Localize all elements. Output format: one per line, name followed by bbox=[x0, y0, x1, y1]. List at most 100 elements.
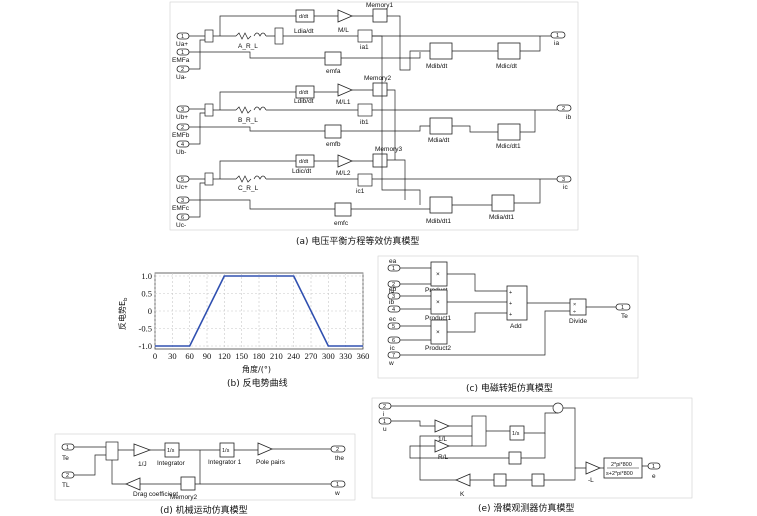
resistor-inductor-c[interactable]: C_R_L bbox=[235, 175, 267, 192]
port-label: ec bbox=[389, 316, 397, 323]
inport-w-c[interactable]: 7w bbox=[387, 351, 401, 367]
inport-te-d[interactable]: 1Te bbox=[61, 443, 75, 462]
outport-e[interactable]: 1e bbox=[647, 462, 661, 480]
derivative-mdia[interactable]: Mdia/dt bbox=[428, 117, 453, 144]
panel-a-frame bbox=[169, 1, 579, 231]
port-label: EMFc bbox=[172, 205, 190, 212]
memory-block-3[interactable]: Memory3 bbox=[372, 146, 402, 168]
port-number: 2 bbox=[562, 106, 565, 112]
svg-text:1/s: 1/s bbox=[512, 431, 520, 437]
gain-block-pole-pairs[interactable]: Pole pairs bbox=[256, 442, 286, 466]
derivative-mdib1[interactable]: Mdib/dt1 bbox=[426, 196, 453, 225]
memory-block-e[interactable] bbox=[508, 451, 522, 465]
sign-block[interactable] bbox=[531, 473, 545, 487]
inport-ib-c[interactable]: 4ib bbox=[387, 299, 401, 313]
inport-emfb[interactable]: 2 EMFb bbox=[172, 123, 190, 139]
integrator-e[interactable]: 1/s bbox=[509, 425, 525, 441]
gain-block-ml1[interactable]: M/L1 bbox=[336, 83, 354, 106]
port-number: 1 bbox=[336, 482, 339, 488]
inport-ua-plus[interactable]: 1 Ua+ bbox=[176, 32, 190, 48]
gain-block-ml2[interactable]: M/L2 bbox=[336, 154, 354, 177]
memory-block-1[interactable]: Memory1 bbox=[366, 2, 393, 23]
port-number: 3 bbox=[181, 198, 184, 204]
block-label: M/L bbox=[338, 27, 349, 34]
sum-block-d[interactable] bbox=[105, 441, 119, 461]
memory-block-2[interactable]: Memory2 bbox=[364, 75, 391, 97]
gain-block-1l[interactable]: 1/L bbox=[434, 419, 451, 443]
port-number: 2 bbox=[181, 125, 184, 131]
inport-i-e[interactable]: 2i bbox=[378, 402, 392, 418]
caption-panel-c: (c) 电磁转矩仿真模型 bbox=[466, 382, 553, 394]
outport-te[interactable]: 1Te bbox=[615, 303, 631, 320]
gain-block-ml[interactable]: M/L bbox=[337, 9, 354, 34]
inport-ub-plus[interactable]: 3 Ub+ bbox=[176, 105, 190, 121]
panel-d-wires bbox=[74, 446, 331, 485]
memory-block-d[interactable]: Memory2 bbox=[170, 476, 197, 501]
inport-ea[interactable]: 1ea bbox=[387, 258, 401, 272]
sum-block-e2[interactable] bbox=[471, 415, 487, 447]
divide-block[interactable]: ×÷Divide bbox=[569, 298, 587, 325]
inport-u-e[interactable]: 1u bbox=[378, 417, 392, 433]
inport-uc-plus[interactable]: 5 Uc+ bbox=[176, 175, 190, 191]
derivative-block-ldib[interactable]: d/dt Ldib/dt bbox=[294, 85, 315, 105]
derivative-block-ldia[interactable]: d/dt Ldia/dt bbox=[294, 9, 315, 35]
inport-emfa[interactable]: 1 EMFa bbox=[172, 48, 190, 64]
product-block[interactable]: ×Product bbox=[425, 261, 448, 294]
product1-block[interactable]: ×Product1 bbox=[425, 289, 451, 322]
derivative-block-ldic[interactable]: d/dt Ldic/dt bbox=[292, 154, 315, 175]
integrator-emfb[interactable]: emfb bbox=[324, 124, 342, 148]
outport-w-d[interactable]: 1w bbox=[330, 480, 346, 497]
inport-ua-minus[interactable]: 2 Ua- bbox=[176, 65, 190, 81]
derivative-mdic1[interactable]: Mdic/dt1 bbox=[496, 123, 521, 150]
gain-block-1j[interactable]: 1/J bbox=[133, 443, 152, 468]
outport-ia[interactable]: 1 ia bbox=[550, 31, 566, 47]
integrator-emfc[interactable]: emfc bbox=[334, 202, 352, 227]
block-label: Ldia/dt bbox=[294, 28, 314, 35]
sum-block-ia1[interactable]: ia1 bbox=[357, 29, 373, 51]
resistor-inductor-b[interactable]: B_R_L bbox=[235, 106, 267, 124]
port-label: w bbox=[388, 360, 394, 367]
block-label: Pole pairs bbox=[256, 459, 286, 466]
transfer-function-block[interactable]: 2*pi*800 s+2*pi*800 bbox=[603, 457, 643, 479]
inport-eb[interactable]: 3eb bbox=[387, 286, 401, 300]
sum-block-ic1[interactable]: ic1 bbox=[356, 173, 373, 195]
memory-block-e2[interactable] bbox=[493, 473, 507, 487]
svg-text:×: × bbox=[436, 329, 440, 336]
integrator-emfa[interactable]: emfa bbox=[324, 51, 342, 75]
inport-tl[interactable]: 2TL bbox=[61, 471, 75, 489]
block-label: ic1 bbox=[356, 188, 365, 195]
sum-block-e1[interactable] bbox=[552, 402, 564, 414]
x-tick-label: 120 bbox=[218, 351, 231, 361]
add-block[interactable]: +++Add bbox=[506, 285, 528, 330]
block-label: K bbox=[460, 491, 465, 498]
derivative-mdib[interactable]: Mdib/dt bbox=[426, 42, 453, 70]
inport-ub-minus[interactable]: 4 Ub- bbox=[176, 140, 190, 156]
product2-block[interactable]: ×Product2 bbox=[425, 319, 451, 352]
sum-block-a[interactable] bbox=[204, 29, 214, 43]
outport-ic[interactable]: 3 ic bbox=[556, 175, 572, 191]
sum-block-ib1[interactable]: ib1 bbox=[357, 103, 373, 126]
port-number: 1 bbox=[181, 34, 184, 40]
derivative-mdia1[interactable]: Mdia/dt1 bbox=[489, 194, 515, 221]
sum-block-a2[interactable] bbox=[274, 27, 284, 45]
inport-emfc[interactable]: 3 EMFc bbox=[172, 196, 190, 212]
gain-block-neg-l[interactable]: -L bbox=[585, 461, 602, 484]
outport-ib[interactable]: 2 ib bbox=[556, 104, 571, 121]
block-label: R/L bbox=[438, 454, 449, 461]
sum-block-c[interactable] bbox=[204, 172, 214, 186]
inport-uc-minus[interactable]: 6 Uc- bbox=[176, 213, 190, 229]
block-label: Mdic/dt bbox=[496, 63, 517, 70]
gain-block-k[interactable]: K bbox=[454, 473, 471, 498]
panel-d-frame bbox=[54, 433, 356, 501]
sum-block-b[interactable] bbox=[204, 103, 214, 117]
resistor-inductor-a[interactable]: A_R_L bbox=[235, 32, 267, 50]
derivative-mdic[interactable]: Mdic/dt bbox=[496, 42, 521, 70]
inport-ic-c[interactable]: 6ic bbox=[387, 336, 401, 352]
block-label: Memory2 bbox=[364, 75, 391, 82]
inport-ec[interactable]: 5ec bbox=[387, 316, 401, 330]
x-tick-label: 180 bbox=[253, 351, 266, 361]
